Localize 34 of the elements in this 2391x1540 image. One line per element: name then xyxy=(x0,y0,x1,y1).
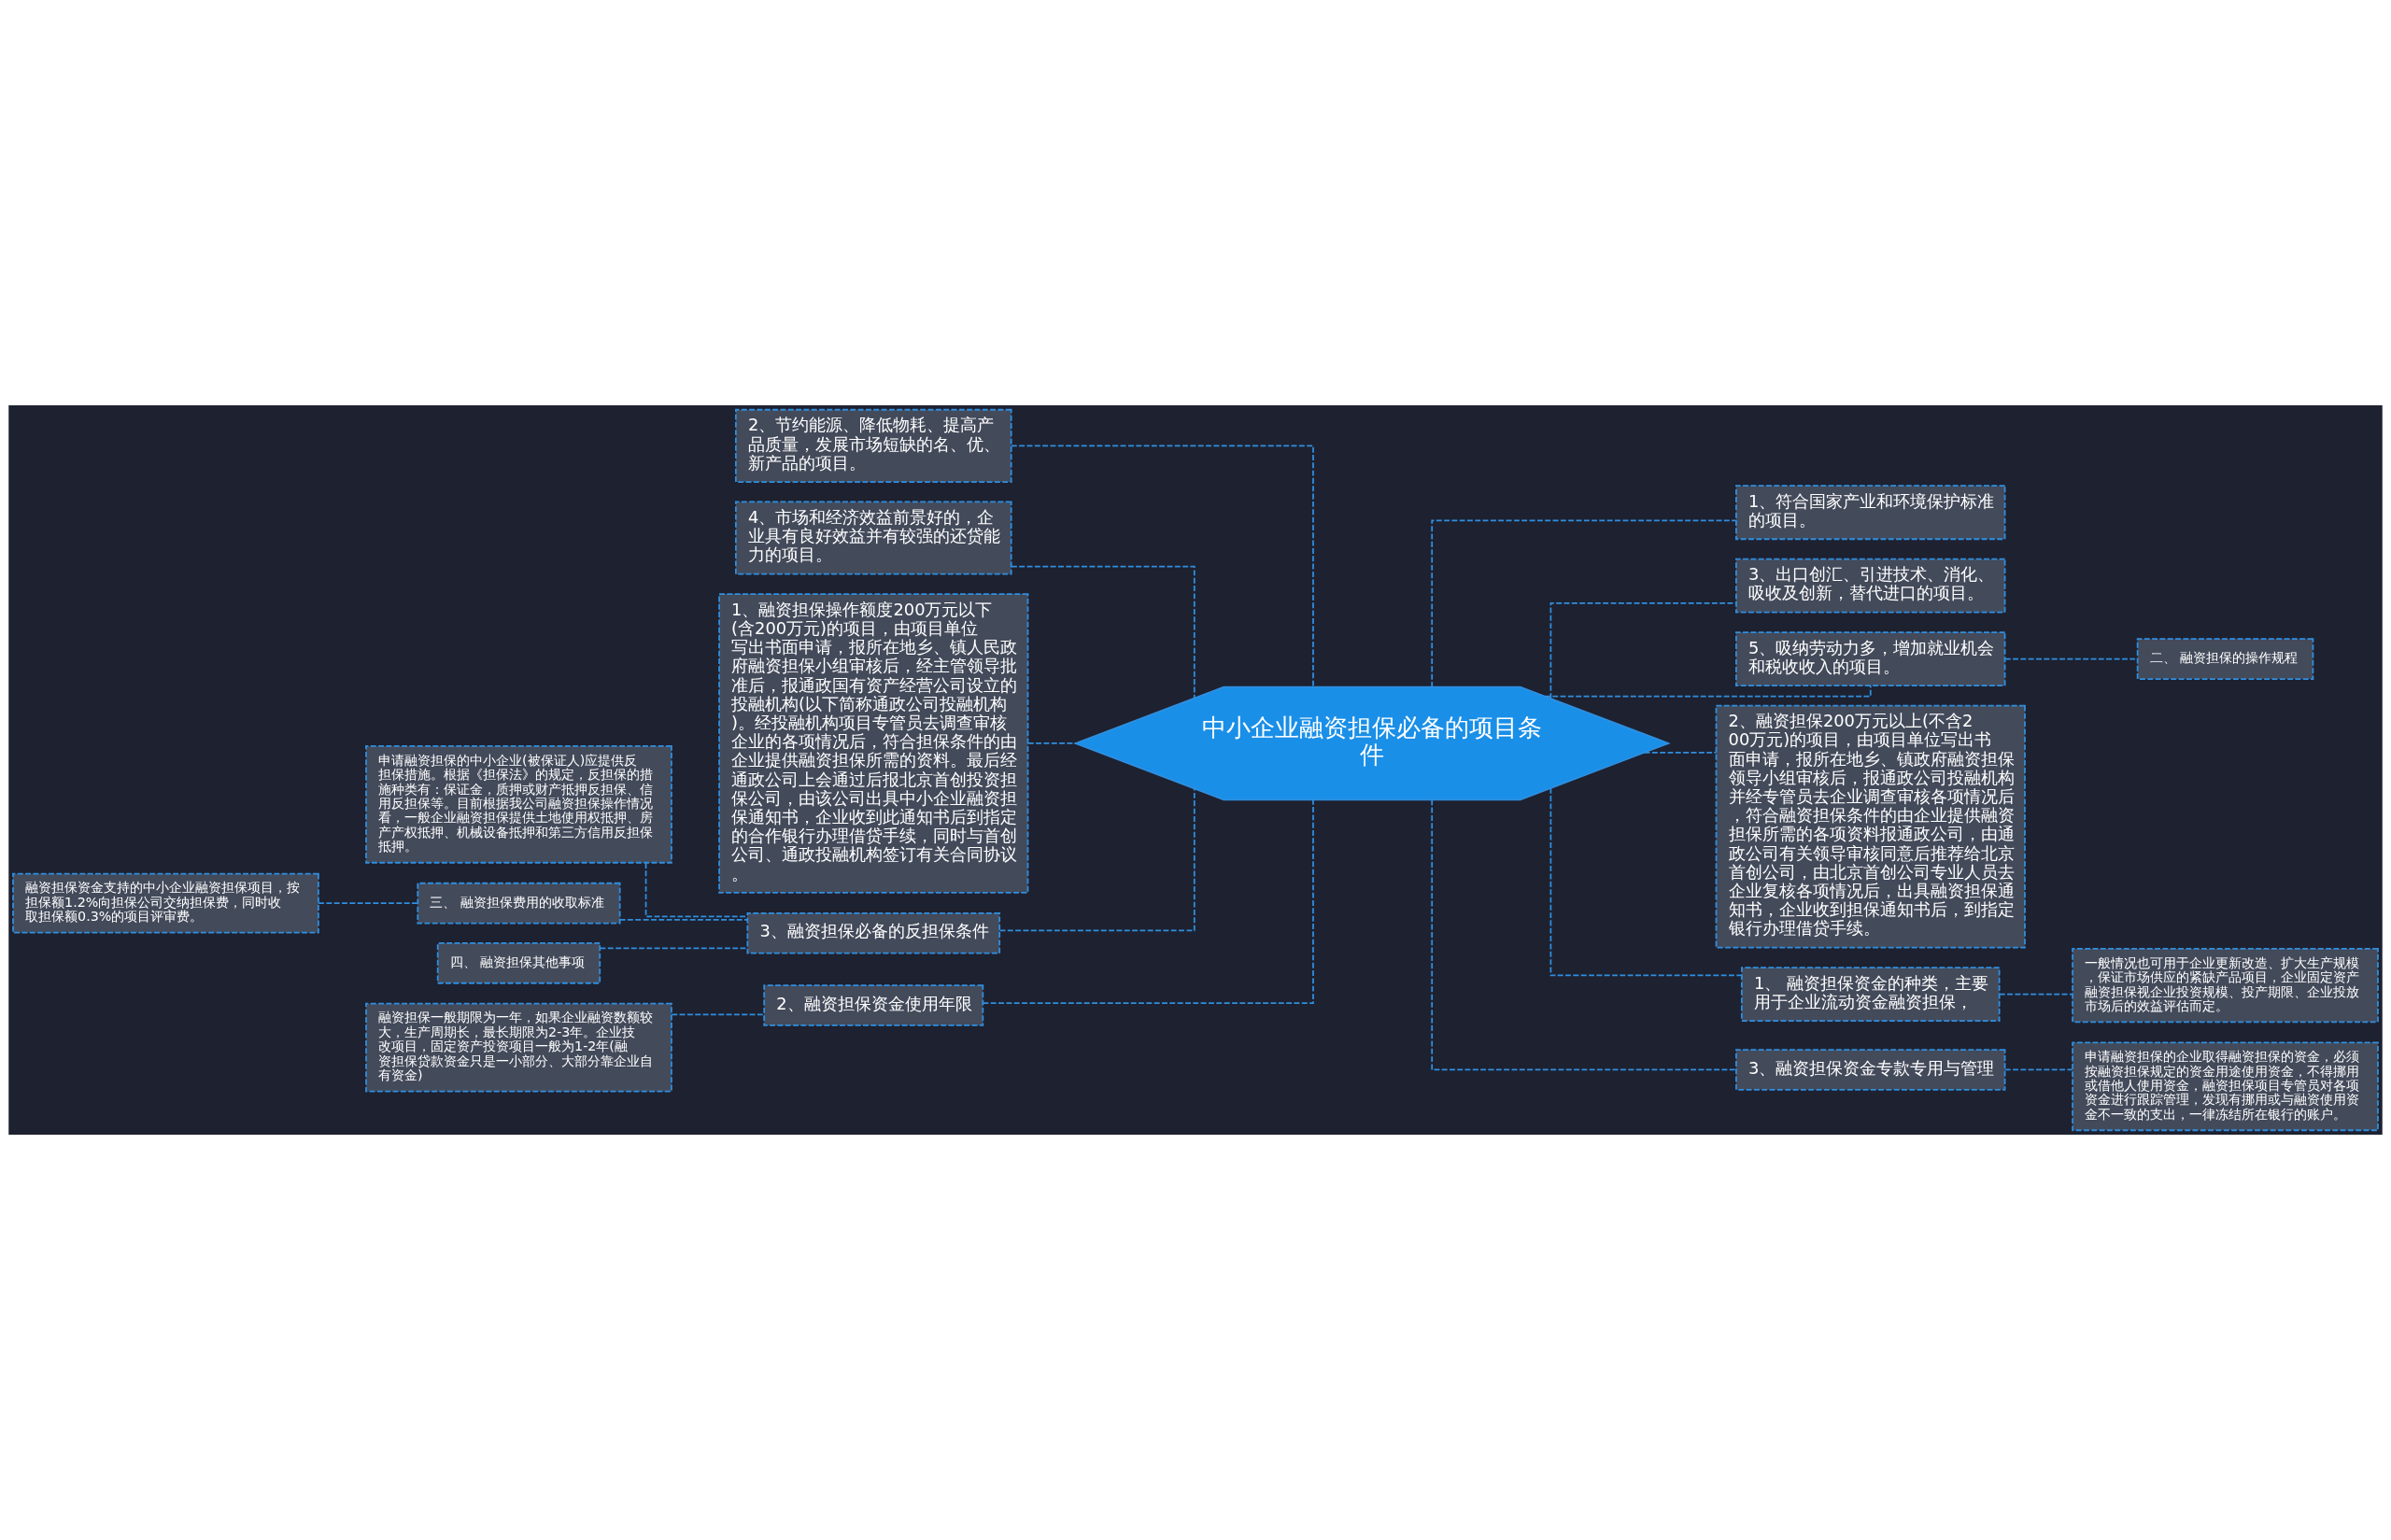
node-box: 3、融资担保必备的反担保条件 xyxy=(746,911,1001,954)
connector xyxy=(1549,787,1743,977)
connector xyxy=(1011,445,1314,688)
node-box: 申请融资担保的中小企业(被保证人)应提供反担保措施。根据《担保法》的规定，反担保的措施种类有：保证金，质押或财产抵押反担保、信用反担保等。目前根据我公司融资担保操作情况看，一般企业融资担保提供土地使用权抵押、房产产权抵押、机械设备抵押和第三方信用反担保抵押。 xyxy=(365,745,672,864)
node-box: 5、吸纳劳动力多，增加就业机会和税收收入的项目。 xyxy=(1735,631,2006,687)
node-box: 融资担保资金支持的中小企业融资担保项目，按担保额1.2%向担保公司交纳担保费，同时收取担保额0.3%的项目评审费。 xyxy=(12,872,319,934)
node-box: 四、 融资担保其他事项 xyxy=(436,942,601,984)
node-box: 2、节约能源、降低物耗、提高产品质量，发展市场短缺的名、优、新产品的项目。 xyxy=(735,408,1012,483)
node-box: 2、融资担保资金使用年限 xyxy=(763,984,984,1026)
connector xyxy=(1544,685,1872,698)
node-box: 二、 融资担保的操作规程 xyxy=(2136,638,2314,680)
connector xyxy=(2004,1068,2073,1071)
node-box: 三、 融资担保费用的收取标准 xyxy=(417,882,621,925)
node-box: 2、融资担保200万元以上(不含200万元)的项目，由项目单位写出书面申请，报所在地乡、镇政府融资担保领导小组审核后，报通政公司投融机构并经专管员去企业调查审核各项情况后，符合融资担保条件的由企业提供融资担保所需的各项资料报通政公司，由通政公司有关领导审核同意后推荐给北京首创公司，由北京首创公司专业人员去企业复核各项情况后，出具融资担保通知书，企业收到担保通知书后，到指定银行办理借贷手续。 xyxy=(1715,704,2026,949)
connector xyxy=(1643,751,1718,754)
connector xyxy=(318,902,419,905)
connector xyxy=(1549,602,1737,699)
connector xyxy=(1999,993,2073,996)
connector xyxy=(998,787,1196,932)
connector xyxy=(1011,565,1196,699)
node-box: 1、 融资担保资金的种类，主要用于企业流动资金融资担保， xyxy=(1740,967,2001,1023)
node-box: 4、市场和经济效益前景好的，企业具有良好效益并有较强的还贷能力的项目。 xyxy=(735,501,1012,575)
node-box: 申请融资担保的企业取得融资担保的资金，必须按融资担保规定的资金用途使用资金，不得挪用或借他人使用资金，融资担保项目专管员对各项资金进行跟踪管理，发现有挪用或与融资使用资金不一致的支出，一律冻结所在银行的账户。 xyxy=(2072,1041,2379,1132)
connector xyxy=(1431,519,1737,688)
connector xyxy=(671,1013,765,1016)
node-box: 融资担保一般期限为一年，如果企业融资数额较大，生产周期长，最长期限为2-3年。企业技改项目，固定资产投资项目一般为1-2年(融资担保贷款资金只是一小部分、大部分靠企业自有资金) xyxy=(365,1002,672,1093)
connector xyxy=(982,798,1314,1005)
node-box: 1、融资担保操作额度200万元以下(含200万元)的项目，由项目单位写出书面申请，报所在地乡、镇人民政府融资担保小组审核后，经主管领导批准后，报通政国有资产经营公司设立的投融机构(以下简称通政公司投融机构)。经投融机构项目专管员去调查审核企业的各项情况后，符合担保条件的由企业提供融资担保所需的资料。最后经通政公司上会通过后报北京首创投资担保公司，由该公司出具中小企业融资担保通知书，企业收到此通知书后到指定的合作银行办理借贷手续，同时与首创公司、通政投融机构签订有关合同协议。 xyxy=(718,593,1029,894)
node-box: 3、融资担保资金专款专用与管理 xyxy=(1735,1049,2006,1091)
node-box: 3、出口创汇、引进技术、消化、吸收及创新，替代进口的项目。 xyxy=(1735,558,2006,614)
node-box: 一般情况也可用于企业更新改造、扩大生产规模，保证市场供应的紧缺产品项目，企业固定资产融资担保视企业投资规模、投产期限、企业投放市场后的效益评估而定。 xyxy=(2072,948,2379,1024)
connector xyxy=(1431,798,1737,1071)
connector xyxy=(618,919,748,921)
node-box: 1、符合国家产业和环境保护标准的项目。 xyxy=(1735,485,2006,541)
